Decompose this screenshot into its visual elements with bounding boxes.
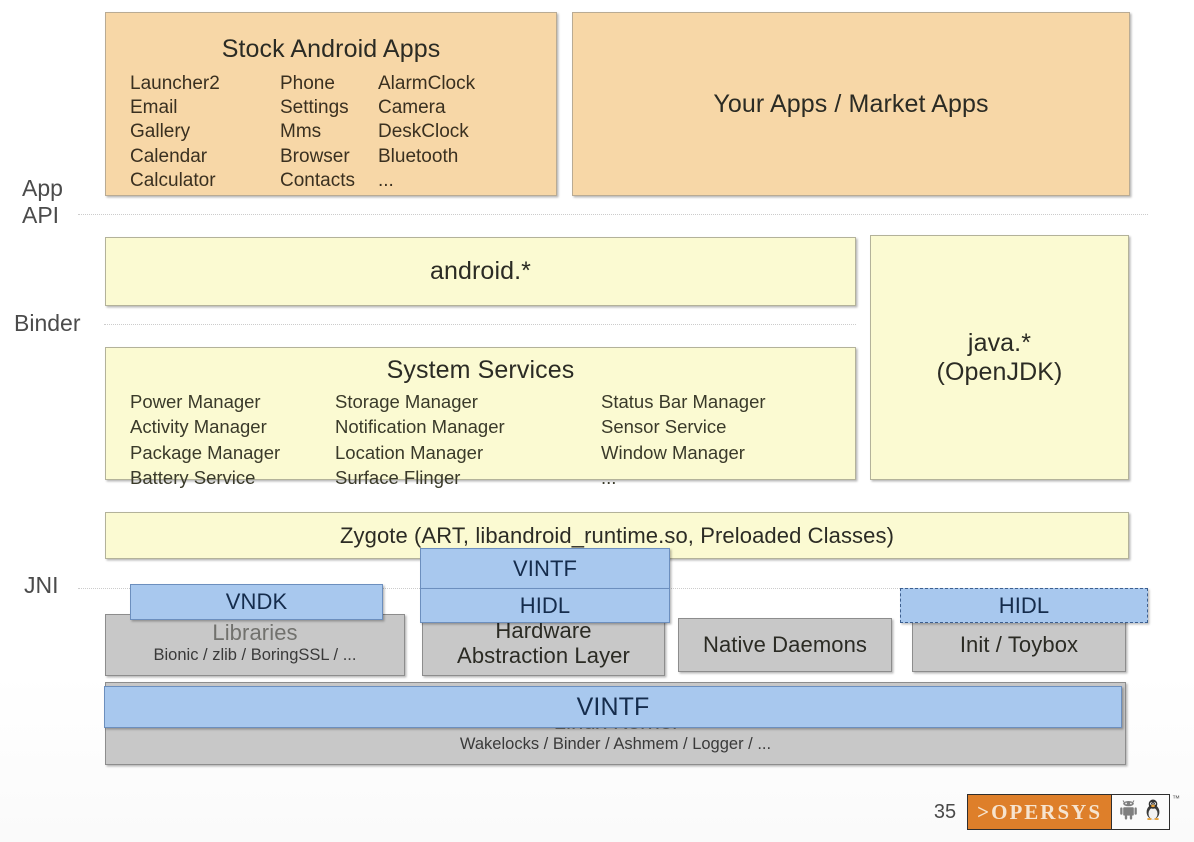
stock-apps-column-3: AlarmClock Camera DeskClock Bluetooth ..… <box>378 72 475 193</box>
app-name: Phone <box>280 72 335 94</box>
divider-app-api <box>78 214 1148 215</box>
init-toybox-box: Init / Toybox <box>912 618 1126 672</box>
vintf-kernel-box: VINTF <box>104 686 1122 728</box>
service-name: Window Manager <box>601 441 745 463</box>
tux-penguin-icon <box>1145 799 1161 825</box>
app-name: Settings <box>280 97 349 119</box>
service-name: Package Manager <box>130 441 281 463</box>
slide-footer: 35 >OPERSYS <box>934 794 1180 830</box>
zygote-title: Zygote (ART, libandroid_runtime.so, Prel… <box>339 522 895 548</box>
service-name: Power Manager <box>130 390 261 412</box>
app-name: Mms <box>280 121 322 143</box>
opersys-logo: >OPERSYS <box>967 794 1170 830</box>
vndk-box: VNDK <box>130 584 383 620</box>
page-number: 35 <box>933 800 957 823</box>
hidl-hal-box: HIDL <box>420 588 670 623</box>
app-name: ... <box>378 169 394 191</box>
stock-android-apps-box: Stock Android Apps Launcher2 Email Galle… <box>105 12 557 196</box>
vintf-kernel-title: VINTF <box>576 692 650 721</box>
app-name: Calculator <box>130 169 216 191</box>
hidl-hal-title: HIDL <box>519 592 571 618</box>
opersys-logo-text: >OPERSYS <box>968 795 1111 829</box>
vintf-hal-box: VINTF <box>420 548 670 588</box>
vndk-title: VNDK <box>225 589 288 615</box>
service-name: Activity Manager <box>130 416 267 438</box>
libraries-title: Libraries <box>212 620 298 645</box>
stock-apps-title: Stock Android Apps <box>221 35 441 63</box>
native-daemons-title: Native Daemons <box>702 632 868 658</box>
app-name: Bluetooth <box>378 145 459 167</box>
hidl-init-box: HIDL <box>900 588 1148 623</box>
stock-apps-columns: Launcher2 Email Gallery Calendar Calcula… <box>106 72 556 193</box>
linux-kernel-subtitle: Wakelocks / Binder / Ashmem / Logger / .… <box>459 735 772 754</box>
system-services-title: System Services <box>386 356 575 384</box>
hidl-init-title: HIDL <box>998 592 1050 618</box>
trademark-symbol: ™ <box>1172 794 1180 803</box>
java-api-box: java.* (OpenJDK) <box>870 235 1129 480</box>
native-daemons-box: Native Daemons <box>678 618 892 672</box>
stock-apps-column-2: Phone Settings Mms Browser Contacts <box>280 72 378 193</box>
app-name: Email <box>130 97 178 119</box>
service-name: Notification Manager <box>335 416 505 438</box>
android-api-box: android.* <box>105 237 856 306</box>
service-name: Location Manager <box>335 441 484 463</box>
service-name: Status Bar Manager <box>601 390 766 412</box>
app-name: DeskClock <box>378 121 469 143</box>
android-api-title: android.* <box>430 257 531 286</box>
app-name: AlarmClock <box>378 72 476 94</box>
layer-label-binder: Binder <box>14 310 81 336</box>
app-name: Browser <box>280 145 350 167</box>
hal-box: Hardware Abstraction Layer <box>422 614 665 676</box>
app-name: Gallery <box>130 121 191 143</box>
service-name: Storage Manager <box>335 390 478 412</box>
android-robot-icon <box>1120 799 1137 825</box>
market-apps-title: Your Apps / Market Apps <box>713 89 989 118</box>
layer-label-jni: JNI <box>24 572 59 598</box>
app-name: Camera <box>378 97 446 119</box>
stock-apps-column-1: Launcher2 Email Gallery Calendar Calcula… <box>130 72 280 193</box>
service-name: Sensor Service <box>601 416 727 438</box>
service-name: ... <box>601 467 617 489</box>
system-services-column-3: Status Bar Manager Sensor Service Window… <box>601 389 766 491</box>
layer-label-app-api: App API <box>22 175 63 228</box>
system-services-column-2: Storage Manager Notification Manager Loc… <box>335 389 601 491</box>
service-name: Surface Flinger <box>335 467 461 489</box>
app-name: Contacts <box>280 169 355 191</box>
vintf-hal-title: VINTF <box>512 555 578 581</box>
app-name: Calendar <box>130 145 208 167</box>
libraries-box: Libraries Bionic / zlib / BoringSSL / ..… <box>105 614 405 676</box>
market-apps-box: Your Apps / Market Apps <box>572 12 1130 196</box>
system-services-box: System Services Power Manager Activity M… <box>105 347 856 488</box>
logo-icon-group <box>1111 795 1169 829</box>
app-name: Launcher2 <box>130 72 220 94</box>
divider-binder <box>104 324 856 325</box>
system-services-columns: Power Manager Activity Manager Package M… <box>106 389 855 491</box>
service-name: Battery Service <box>130 467 256 489</box>
system-services-column-1: Power Manager Activity Manager Package M… <box>130 389 335 491</box>
init-toybox-title: Init / Toybox <box>959 632 1079 658</box>
java-api-title: java.* (OpenJDK) <box>936 328 1063 386</box>
libraries-subtitle: Bionic / zlib / BoringSSL / ... <box>153 646 357 665</box>
hal-title: Hardware Abstraction Layer <box>457 618 630 669</box>
